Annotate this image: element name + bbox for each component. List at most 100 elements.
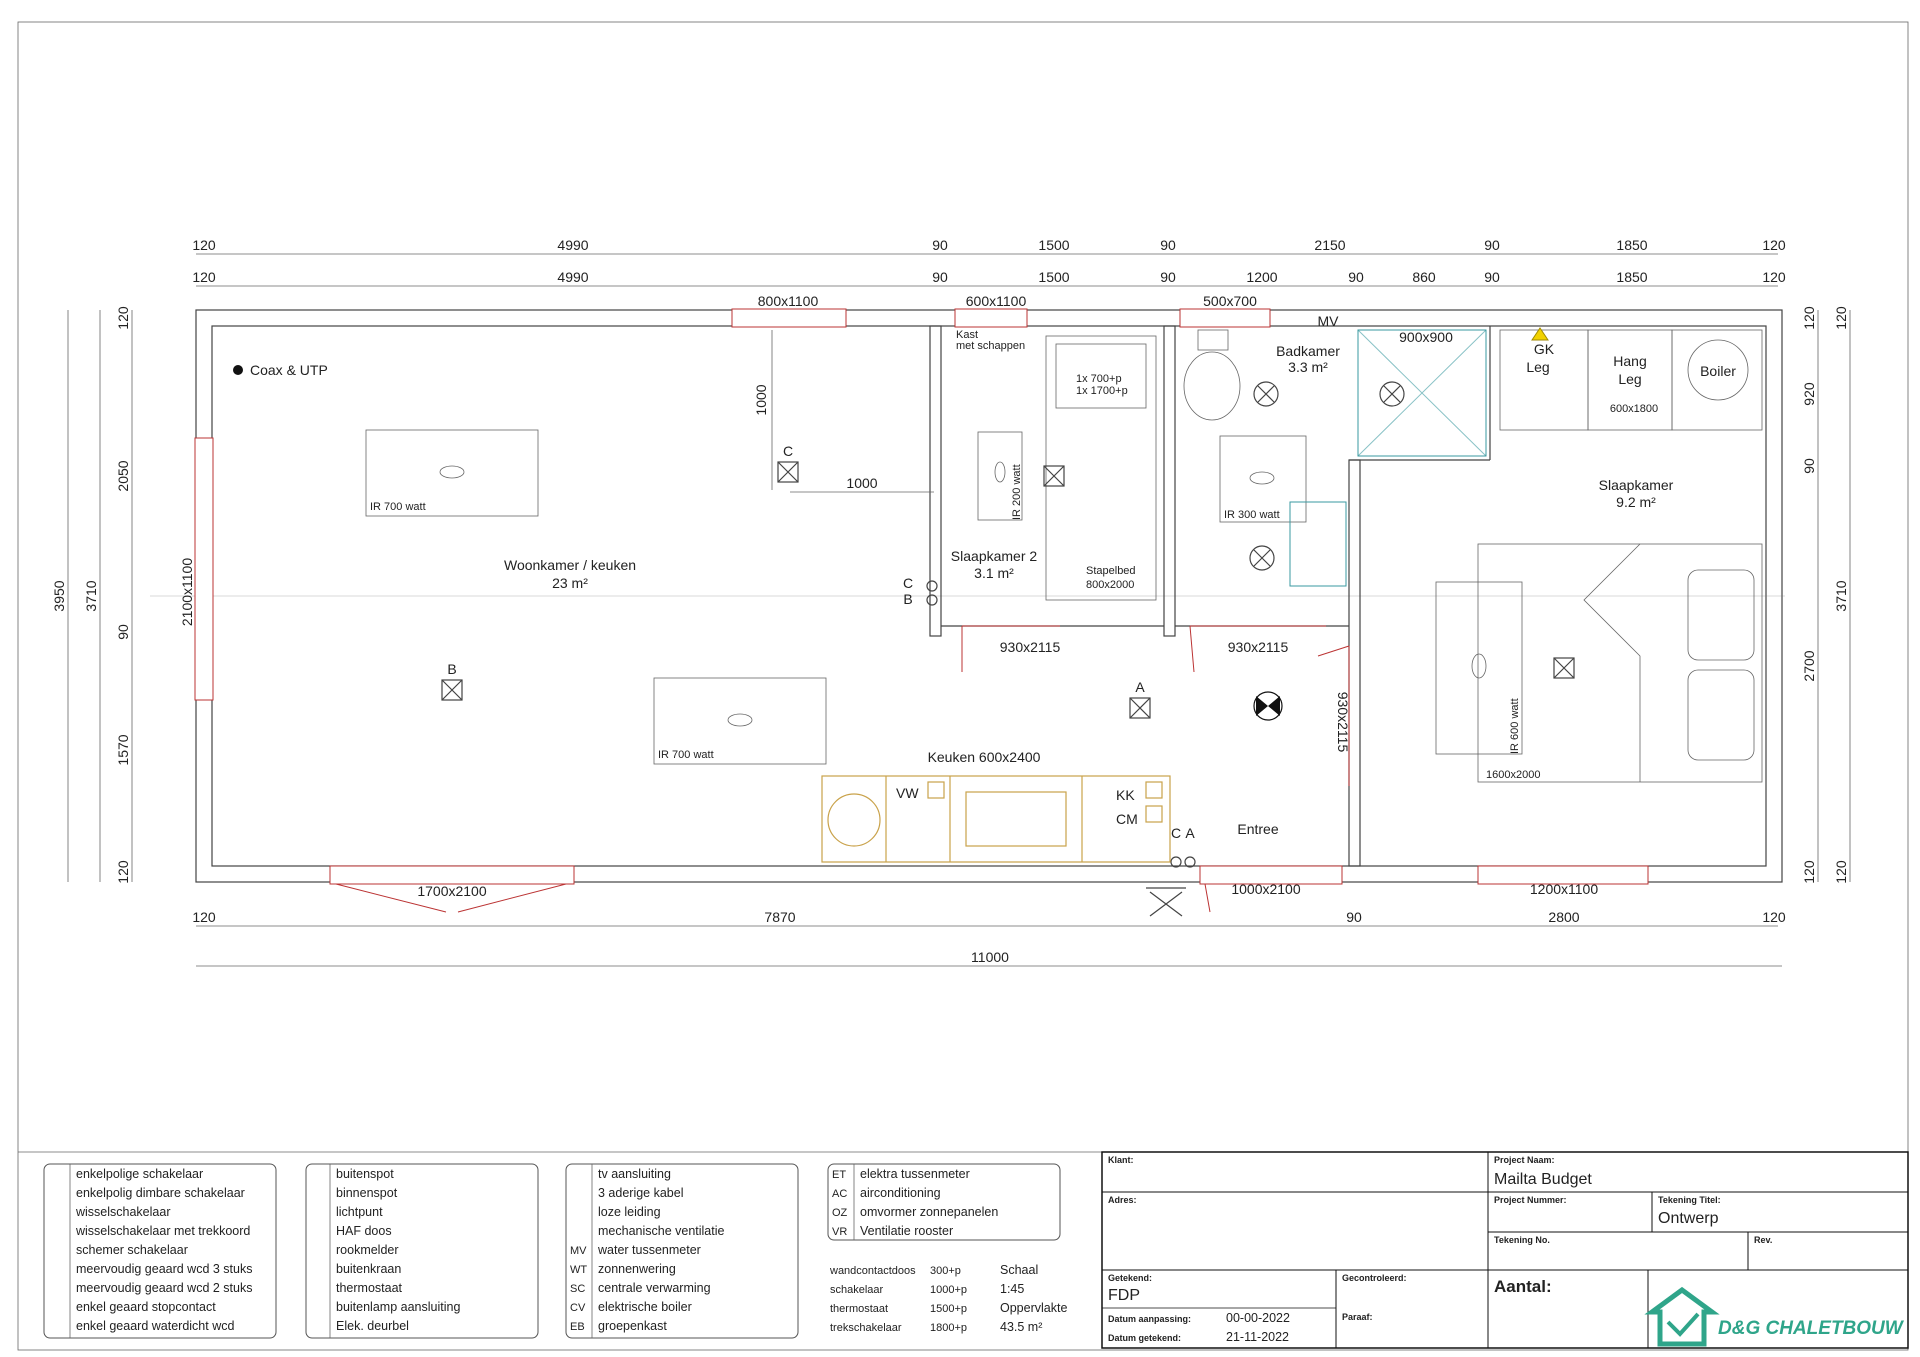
bottom-dimension-row: 120 7870 90 2800 120 11000 — [192, 909, 1786, 967]
door-label: 930x2115 — [1228, 639, 1289, 655]
dim-text: 90 — [1346, 909, 1362, 925]
legend-item: meervoudig geaard wcd 3 stuks — [76, 1262, 252, 1276]
dim-text: 90 — [1348, 269, 1364, 285]
door-label: 930x2115 — [1335, 692, 1351, 753]
dim-text: 90 — [932, 237, 948, 253]
dim-text: 120 — [192, 269, 216, 285]
window-label: 1200x1100 — [1530, 881, 1598, 897]
room-area-bed: 9.2 m² — [1616, 494, 1656, 510]
klant-label: Klant: — [1108, 1155, 1134, 1165]
dim-text: 120 — [1762, 237, 1786, 253]
legend-code: EB — [570, 1321, 585, 1333]
legend-code: VR — [832, 1226, 847, 1238]
datum-getekend-value: 21-11-2022 — [1226, 1330, 1289, 1344]
legend-item: wisselschakelaar met trekkoord — [75, 1224, 250, 1238]
dim-text: 4990 — [557, 237, 588, 253]
dim-text: 1200 — [1246, 269, 1277, 285]
title-block: Klant: Adres: Getekend: FDP Gecontroleer… — [1101, 1151, 1909, 1349]
legend-column-3: MV WT SC CV EB GK tv aansluiting 3 aderi… — [565, 1163, 799, 1339]
getekend-value: FDP — [1108, 1287, 1140, 1304]
legend-item: binnenspot — [336, 1186, 398, 1200]
dim-text: 120 — [1833, 860, 1849, 884]
legend-item: loze leiding — [598, 1205, 661, 1219]
legend-item: tv aansluiting — [598, 1167, 671, 1181]
shower-label: 900x900 — [1399, 329, 1453, 345]
adres-label: Adres: — [1108, 1195, 1137, 1205]
dim-text: 120 — [1801, 860, 1817, 884]
dim-text: 120 — [192, 237, 216, 253]
legend-item: Elek. deurbel — [336, 1319, 409, 1333]
ir-label: IR 700 watt — [370, 501, 426, 513]
switch-icon — [926, 580, 938, 592]
ir-label: IR 700 watt — [658, 749, 714, 761]
hang-label: Leg — [1618, 371, 1641, 387]
left-dimensions: 3950 3710 120 2050 90 1570 120 — [51, 306, 133, 884]
dim-text: 120 — [1801, 306, 1817, 330]
legend-code: SC — [570, 1283, 585, 1295]
window-label: 1000x2100 — [1231, 881, 1301, 897]
dim-total: 11000 — [971, 949, 1009, 965]
legend-code: OZ — [832, 1207, 848, 1219]
room-name-bed: Slaapkamer — [1599, 477, 1674, 493]
stapelbed-label: 800x2000 — [1086, 579, 1134, 591]
legend-item: schemer schakelaar — [76, 1243, 188, 1257]
switch-label: A — [1135, 679, 1145, 695]
kk-label: KK — [1116, 787, 1135, 803]
bunk-label: 1x 700+p — [1076, 373, 1122, 385]
height-label: schakelaar — [830, 1284, 884, 1296]
dim-text: 2050 — [115, 460, 131, 491]
dim-text: 3950 — [51, 580, 67, 611]
legend-item: elektrische boiler — [598, 1300, 692, 1314]
room-name-entree: Entree — [1237, 821, 1278, 837]
window-label: 2100x1100 — [179, 558, 195, 626]
hang-size-label: 600x1800 — [1610, 403, 1658, 415]
ir-label: IR 300 watt — [1224, 509, 1280, 521]
legend-column-2: buitenspot binnenspot lichtpunt HAF doos… — [305, 1163, 539, 1339]
interior-dim: 1000 — [846, 475, 877, 491]
door-label: 930x2115 — [1000, 639, 1061, 655]
mounting-heights: wandcontactdoos 300+p schakelaar 1000+p … — [829, 1263, 1067, 1334]
legend-code: CV — [570, 1302, 586, 1314]
bedroom-2: IR 200 watt Kast met schappen 1x 700+p 1… — [951, 329, 1157, 601]
dim-text: 920 — [1801, 382, 1817, 406]
legend-item: zonnenwering — [598, 1262, 676, 1276]
kast-label: met schappen — [956, 340, 1025, 352]
kitchen: Keuken 600x2400 VW KK CM — [821, 749, 1171, 863]
switch-label: C — [903, 575, 913, 591]
dim-text: 90 — [1801, 458, 1817, 474]
legend-item: 3 aderige kabel — [598, 1186, 683, 1200]
leg-label: Leg — [1526, 359, 1549, 375]
dim-text: 90 — [115, 624, 131, 640]
light-point-icon — [441, 679, 463, 701]
doors: 930x2115 930x2115 930x2115 — [335, 625, 1351, 913]
getekend-label: Getekend: — [1108, 1273, 1152, 1283]
legend-item: Ventilatie rooster — [860, 1224, 953, 1238]
scale-label: Schaal — [1000, 1263, 1038, 1277]
legend-column-4: ET AC OZ VR elektra tussenmeter aircondi… — [827, 1163, 1061, 1241]
rev-label: Rev. — [1754, 1235, 1772, 1245]
switch-label: B — [903, 591, 912, 607]
boiler-label: Boiler — [1700, 363, 1736, 379]
legend-code: AC — [832, 1188, 847, 1200]
dim-text: 120 — [115, 306, 131, 330]
ir-label: IR 600 watt — [1509, 698, 1521, 754]
legend-column-1: enkelpolige schakelaar enkelpolig dimbar… — [43, 1163, 277, 1339]
bunk-label: 1x 1700+p — [1076, 385, 1128, 397]
dim-text: 4990 — [557, 269, 588, 285]
cm-label: CM — [1116, 811, 1138, 827]
project-naam-label: Project Naam: — [1494, 1155, 1555, 1165]
window-label: 800x1100 — [758, 293, 819, 309]
datum-aanpassing-label: Datum aanpassing: — [1108, 1314, 1191, 1324]
switch-label: A — [1185, 825, 1195, 841]
legend-code: WT — [570, 1264, 587, 1276]
window-label: 1700x2100 — [417, 883, 487, 899]
switch-label: C — [1171, 825, 1181, 841]
interior-dim: 1000 — [753, 384, 769, 415]
dim-text: 1500 — [1038, 269, 1069, 285]
legend-item: airconditioning — [860, 1186, 941, 1200]
height-value: 300+p — [930, 1265, 961, 1277]
legend-item: buitenkraan — [336, 1262, 401, 1276]
dim-text: 120 — [1762, 909, 1786, 925]
switch-label: C — [783, 443, 793, 459]
smoke-detector-icon — [1253, 691, 1283, 721]
